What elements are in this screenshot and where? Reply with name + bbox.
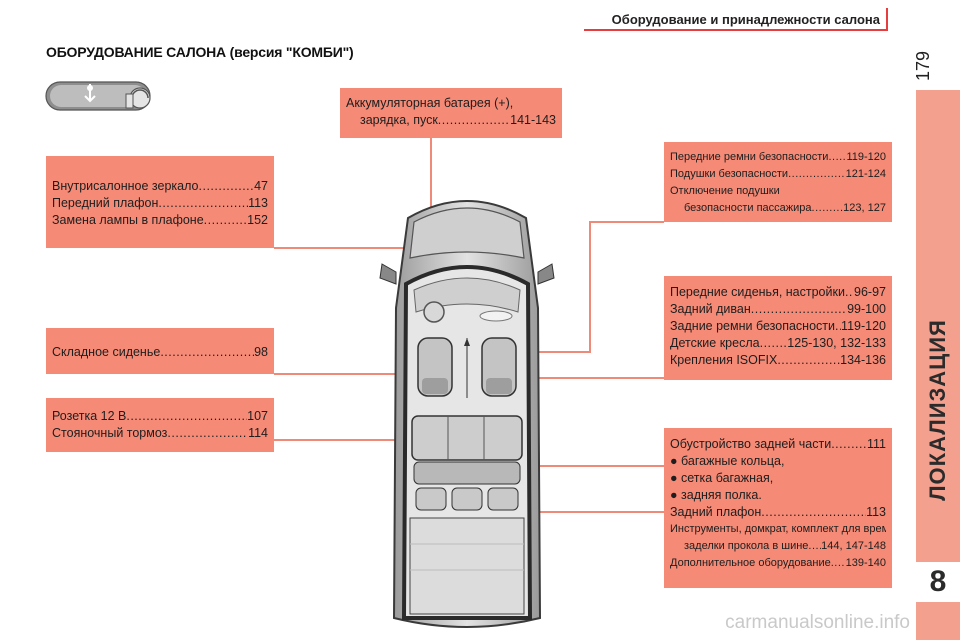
box-row: Задний плафон 113 [670, 504, 886, 521]
page-ref-link[interactable]: 134-136 [840, 353, 886, 367]
box-row: Задний диван 99-100 [670, 301, 886, 318]
page-ref-link[interactable]: 114 [248, 426, 268, 440]
box-row: Подушки безопасности 121-124 [670, 166, 886, 183]
box-row: Аккумуляторная батарея (+), [346, 96, 514, 110]
box-row: Задние ремни безопасности 119-120 [670, 318, 886, 335]
page-ref-link[interactable]: 144, 147-148 [821, 540, 886, 552]
page-ref-link[interactable]: 123, 127 [843, 202, 886, 214]
page-ref-link[interactable]: 152 [247, 213, 268, 227]
page-ref-link[interactable]: 113 [866, 505, 886, 519]
page-ref-link[interactable]: 99-100 [847, 302, 886, 316]
box-row: Передний плафон 113 [52, 195, 268, 212]
box-row: Передние сиденья, настройки 96-97 [670, 284, 886, 301]
box-row: Передние ремни безопасности 119-120 [670, 149, 886, 166]
page-ref-link[interactable]: 107 [247, 409, 268, 423]
mirror-box: Внутрисалонное зеркало 47 Передний плафо… [46, 156, 274, 248]
chapter-band-bottom [916, 602, 960, 640]
page-ref-link[interactable]: 111 [866, 437, 886, 451]
seats-box: Передние сиденья, настройки 96-97 Задний… [664, 276, 892, 380]
box-row: Замена лампы в плафоне 152 [52, 212, 268, 229]
page-ref-link[interactable]: 139-140 [845, 557, 886, 569]
box-row: ● багажные кольца, [670, 454, 785, 468]
box-row: Обустройство задней части 111 [670, 436, 886, 453]
page-ref-link[interactable]: 119-120 [846, 151, 886, 163]
page-ref-link[interactable]: 141-143 [510, 113, 556, 127]
box-row: Розетка 12 В 107 [52, 408, 268, 425]
box-row: заделки прокола в шине144, 147-148 [670, 538, 886, 555]
chapter-band [916, 90, 960, 640]
vehicle-top-view-illustration [379, 200, 555, 628]
box-row: зарядка, пуск 141-143 [346, 112, 556, 129]
watermark: carmanualsonline.info [725, 612, 910, 633]
folding-seat-box: Складное сиденье 98 [46, 328, 274, 374]
rear-arrangement-box: Обустройство задней части 111 ● багажные… [664, 428, 892, 588]
box-row: безопасности пассажира 123, 127 [670, 200, 886, 217]
page-ref-link[interactable]: 125-130, 132-133 [787, 336, 886, 350]
header-rule [584, 29, 888, 31]
box-row: Стояночный тормоз 114 [52, 425, 268, 442]
running-header: Оборудование и принадлежности салона [611, 12, 880, 27]
page-ref-link[interactable]: 96-97 [854, 285, 886, 299]
belts-airbags-box: Передние ремни безопасности 119-120 Поду… [664, 142, 892, 222]
socket-box: Розетка 12 В 107 Стояночный тормоз 114 [46, 398, 274, 452]
mirror-icon [45, 81, 151, 111]
section-title: ОБОРУДОВАНИЕ САЛОНА (версия "КОМБИ") [46, 44, 354, 60]
chapter-number: 8 [916, 562, 960, 602]
box-row: Крепления ISOFIX134-136 [670, 352, 886, 369]
page-ref-link[interactable]: 47 [254, 179, 268, 193]
page-ref-link[interactable]: 98 [254, 345, 268, 359]
page-ref-link[interactable]: 119-120 [841, 319, 886, 333]
box-row: ● сетка багажная, [670, 471, 774, 485]
header-rule-vertical [886, 8, 888, 31]
box-row: Инструменты, домкрат, комплект для време… [670, 523, 886, 535]
battery-box: Аккумуляторная батарея (+), зарядка, пус… [340, 88, 562, 138]
box-row: Внутрисалонное зеркало 47 [52, 178, 268, 195]
box-row: ● задняя полка. [670, 488, 762, 502]
box-row: Отключение подушки [670, 185, 780, 197]
page-ref-link[interactable]: 121-124 [845, 168, 886, 180]
box-row: Детские кресла125-130, 132-133 [670, 335, 886, 352]
page-ref-link[interactable]: 113 [248, 196, 268, 210]
box-row: Складное сиденье 98 [52, 344, 268, 361]
box-row: Дополнительное оборудование 139-140 [670, 555, 886, 572]
